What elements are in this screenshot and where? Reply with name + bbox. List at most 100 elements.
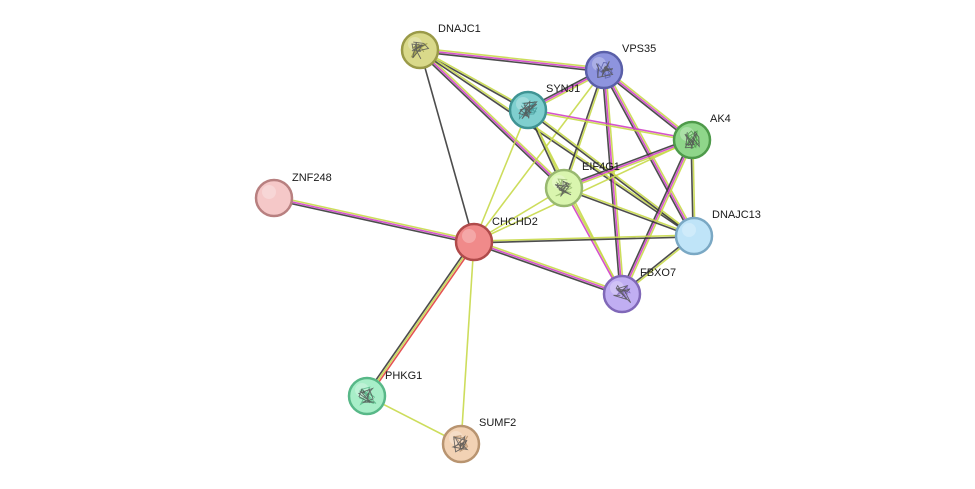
node-synj1[interactable]: SYNJ1 <box>508 83 580 130</box>
protein-structure-icon <box>518 100 538 120</box>
edge-ak4-fbxo7[interactable] <box>619 138 695 296</box>
edge-line-black <box>563 188 694 238</box>
edge-line-black <box>419 50 694 238</box>
node-sumf2[interactable]: SUMF2 <box>441 417 516 464</box>
node-dnajc1[interactable]: DNAJC1 <box>400 23 481 70</box>
edge-chchd2-phkg1[interactable] <box>364 240 477 398</box>
node-circle <box>674 216 714 256</box>
edge-dnajc1-vps35[interactable] <box>419 47 605 73</box>
edge-line-magenta <box>473 241 623 295</box>
edge-line-magenta <box>621 139 693 295</box>
node-label: PHKG1 <box>385 370 422 382</box>
edge-vps35-eif4g1[interactable] <box>562 69 606 189</box>
edge-line-yellow <box>527 110 692 142</box>
edge-vps35-chchd2[interactable] <box>473 69 605 243</box>
edge-line-black <box>364 240 474 396</box>
edge-line-magenta <box>273 197 475 243</box>
node-highlight <box>682 223 696 237</box>
edge-line-yellow <box>460 241 475 445</box>
protein-structure-icon <box>595 61 614 79</box>
edge-line-yellow <box>622 140 695 296</box>
edge-line-magenta <box>562 188 622 295</box>
edge-line-magenta <box>419 49 605 71</box>
node-highlight <box>262 185 276 199</box>
edge-line-black <box>474 236 695 244</box>
edge-line-yellow <box>564 186 695 236</box>
edge-line-yellow <box>473 109 529 243</box>
edge-eif4g1-fbxo7[interactable] <box>562 187 624 295</box>
node-znf248[interactable]: ZNF248 <box>254 172 332 218</box>
node-label: VPS35 <box>622 43 656 55</box>
edge-chchd2-sumf2[interactable] <box>460 241 475 445</box>
node-fbxo7[interactable]: FBXO7 <box>602 267 676 314</box>
edge-line-yellow <box>366 241 475 397</box>
edge-line-yellow <box>604 69 625 294</box>
node-vps35[interactable]: VPS35 <box>584 43 656 90</box>
edge-dnajc1-chchd2[interactable] <box>419 49 475 243</box>
edge-line-yellow <box>420 47 605 70</box>
edge-line-black <box>419 50 604 73</box>
node-chchd2[interactable]: CHCHD2 <box>454 216 538 262</box>
edge-eif4g1-dnajc13[interactable] <box>563 186 695 238</box>
protein-structure-icon <box>357 386 377 406</box>
edge-vps35-dnajc13[interactable] <box>601 68 697 238</box>
edge-line-black <box>563 137 692 188</box>
edge-line-yellow <box>474 239 623 294</box>
node-label: EIF4G1 <box>582 161 620 173</box>
edge-znf248-chchd2[interactable] <box>273 195 475 245</box>
edge-line-yellow <box>420 48 695 236</box>
protein-structure-icon <box>451 435 469 453</box>
node-dnajc13[interactable]: DNAJC13 <box>674 209 761 256</box>
node-label: FBXO7 <box>640 267 676 279</box>
edge-synj1-ak4[interactable] <box>527 108 693 142</box>
protein-structure-icon <box>554 178 573 197</box>
edge-line-black <box>526 110 694 238</box>
edge-line-yellow <box>564 70 606 189</box>
edge-line-black <box>419 49 475 243</box>
node-highlight <box>592 57 606 71</box>
edge-line-yellow <box>604 68 697 236</box>
edge-line-black <box>418 50 564 190</box>
node-circle <box>254 178 294 218</box>
node-label: CHCHD2 <box>492 216 538 228</box>
edge-line-magenta <box>563 139 693 189</box>
edge-line-black <box>473 242 622 297</box>
node-label: ZNF248 <box>292 172 332 184</box>
edge-line-magenta <box>603 69 695 237</box>
node-circle <box>454 222 494 262</box>
node-label: AK4 <box>710 113 731 125</box>
node-label: SUMF2 <box>479 417 516 429</box>
protein-structure-icon <box>684 130 700 150</box>
node-label: SYNJ1 <box>546 83 580 95</box>
edge-dnajc1-eif4g1[interactable] <box>418 48 566 190</box>
edge-dnajc1-dnajc13[interactable] <box>419 48 695 238</box>
edge-line-magenta <box>419 49 565 189</box>
edge-line-magenta <box>528 108 693 140</box>
edge-line-yellow <box>420 48 529 110</box>
edge-line-black <box>619 138 692 294</box>
edge-line-red <box>367 242 477 398</box>
node-label: DNAJC13 <box>712 209 761 221</box>
edge-chchd2-dnajc13[interactable] <box>473 234 695 244</box>
node-highlight <box>462 229 476 243</box>
edge-line-yellow <box>564 187 624 294</box>
edge-line-black <box>273 198 474 245</box>
node-ak4[interactable]: AK4 <box>672 113 731 160</box>
node-label: DNAJC1 <box>438 23 481 35</box>
edge-line-yellow <box>473 69 605 243</box>
edge-line-yellow <box>274 195 475 242</box>
edge-vps35-fbxo7[interactable] <box>601 69 625 295</box>
protein-structure-icon <box>410 41 430 60</box>
node-phkg1[interactable]: PHKG1 <box>347 370 422 416</box>
edge-chchd2-fbxo7[interactable] <box>473 239 623 297</box>
node-eif4g1[interactable]: EIF4G1 <box>544 161 620 208</box>
edge-line-magenta <box>603 69 623 295</box>
edge-line-yellow <box>420 48 566 188</box>
edge-line-black <box>601 70 622 295</box>
edge-synj1-chchd2[interactable] <box>473 109 529 243</box>
protein-structure-icon <box>613 284 632 304</box>
edge-line-black <box>601 70 694 238</box>
edge-line-black <box>562 69 604 188</box>
